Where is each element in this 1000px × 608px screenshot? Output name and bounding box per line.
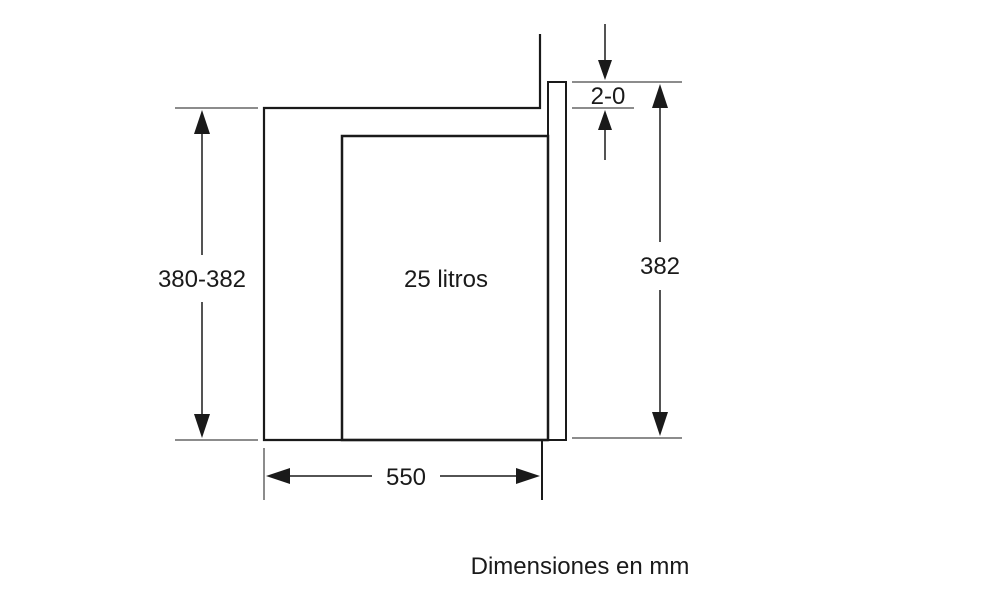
gap-label: 2-0 (591, 83, 626, 110)
depth-arrow-right (516, 468, 540, 484)
gap-arrow-up (598, 110, 612, 130)
left-height-label: 380-382 (158, 266, 246, 293)
right-height-label: 382 (640, 253, 680, 280)
front-panel (547, 81, 567, 441)
left-height-arrow-up (194, 110, 210, 134)
niche-outline (262, 34, 548, 442)
right-height-arrow-down (652, 412, 668, 436)
depth-label: 550 (386, 464, 426, 491)
capacity-label: 25 litros (404, 266, 488, 293)
units-caption: Dimensiones en mm (471, 553, 690, 580)
right-height-arrow-up (652, 84, 668, 108)
depth-arrow-left (266, 468, 290, 484)
gap-arrow-down (598, 60, 612, 80)
left-height-arrow-down (194, 414, 210, 438)
